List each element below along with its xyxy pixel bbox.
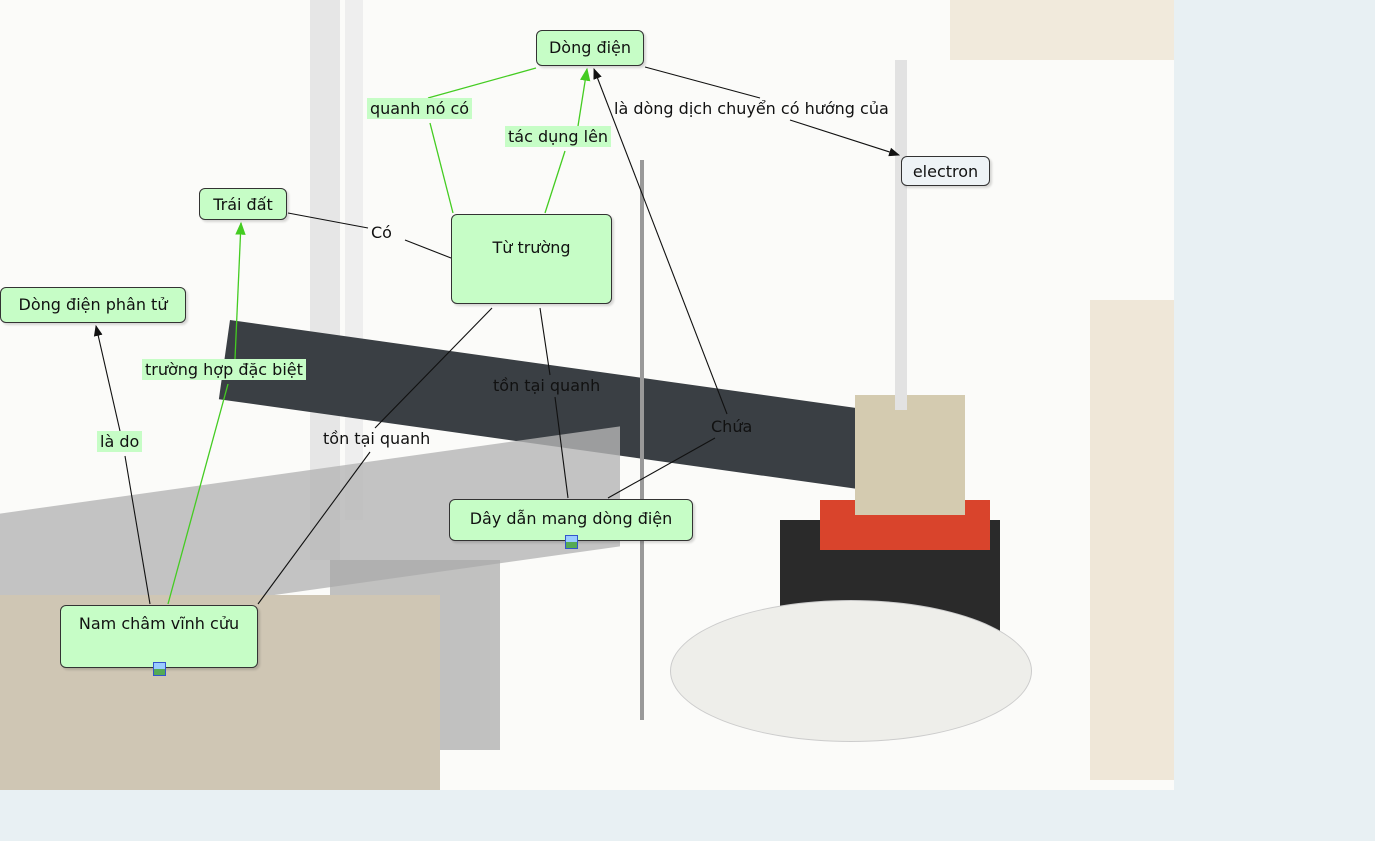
concept-electron[interactable]: electron	[901, 156, 990, 186]
link-line	[124, 455, 151, 605]
link-label-ton-tai-quanh[interactable]: tồn tại quanh	[323, 429, 431, 448]
link-line	[374, 307, 493, 429]
link-line	[427, 67, 537, 99]
link-line	[287, 212, 369, 229]
concept-trai-dat[interactable]: Trái đất	[199, 188, 287, 220]
link-line	[539, 307, 551, 376]
concept-tu-truong[interactable]: Từ trường	[451, 214, 612, 304]
link-line	[644, 66, 761, 99]
link-line	[789, 119, 901, 157]
image-icon[interactable]	[153, 662, 166, 676]
concept-label: Nam châm vĩnh cửu	[78, 614, 240, 633]
link-line	[167, 383, 229, 605]
link-label-co[interactable]: Có	[371, 223, 392, 242]
link-line	[554, 396, 569, 499]
link-line	[404, 239, 452, 259]
link-label-chua[interactable]: Chứa	[711, 417, 753, 436]
concept-nam-cham[interactable]: Nam châm vĩnh cửu	[60, 605, 258, 676]
link-line	[607, 437, 716, 499]
link-label-tac-dung-len[interactable]: tác dụng lên	[505, 126, 612, 147]
image-icon[interactable]	[565, 535, 578, 549]
link-label-la-dong-dich-chuyen[interactable]: là dòng dịch chuyển có hướng của	[614, 99, 889, 118]
link-label-quanh-no-co[interactable]: quanh nó có	[367, 98, 473, 119]
link-line	[93, 324, 121, 432]
concept-day-dan[interactable]: Dây dẫn mang dòng điện	[449, 499, 693, 549]
link-line	[544, 150, 566, 214]
link-line	[234, 221, 246, 360]
link-label-la-do[interactable]: là do	[97, 431, 143, 452]
link-line	[429, 122, 454, 214]
link-label-truong-hop-dac-biet[interactable]: trường hợp đặc biệt	[142, 359, 306, 380]
link-line	[593, 67, 728, 415]
link-line	[577, 67, 591, 127]
link-line	[257, 451, 371, 605]
concept-label: Dây dẫn mang dòng điện	[469, 509, 673, 528]
concept-dong-dien[interactable]: Dòng điện	[536, 30, 644, 66]
link-label-ton-tai-quanh[interactable]: tồn tại quanh	[493, 376, 601, 395]
concept-dong-dien-phan-tu[interactable]: Dòng điện phân tử	[0, 287, 186, 323]
